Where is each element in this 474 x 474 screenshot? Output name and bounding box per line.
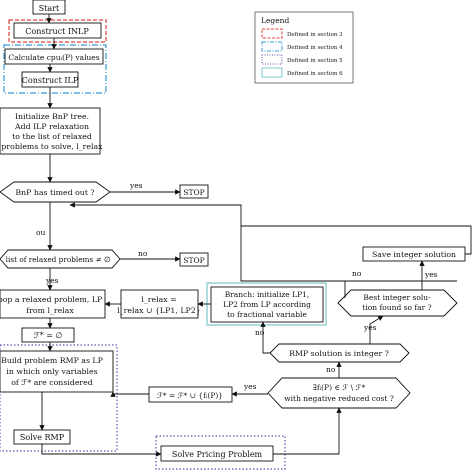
construct-inlp-label: Construct INLP <box>25 27 89 36</box>
l-relax-update-node <box>120 289 199 319</box>
edge-solve-pricing <box>41 444 162 457</box>
exists-f-line2: with negative reduced cost ? <box>284 394 394 403</box>
construct-ilp-label: Construct ILP <box>22 76 79 85</box>
calculate-cpu-label: Calculate cpuᵢ(P) values <box>8 53 99 62</box>
build-rmp-line1: Build problem RMP as LP <box>1 356 103 365</box>
best-integer-decision <box>337 289 458 317</box>
rmp-integer-decision <box>269 343 410 363</box>
legend-label-s5: Defined in section 5 <box>287 58 343 64</box>
branch-node <box>210 286 324 323</box>
legend-swatch-s3 <box>261 28 283 39</box>
init-bnp-line2: Add ILP relaxation <box>14 122 89 131</box>
legend-title: Legend <box>261 16 289 25</box>
construct-inlp-node <box>13 22 102 39</box>
exists-f-line1: ∃fᵢ(P) ∈ ℱ \ ℱ* <box>313 383 366 392</box>
pop-relaxed-line1: pop a relaxed problem, LP <box>0 295 102 304</box>
branch-line3: to fractional variable <box>227 310 307 319</box>
section5-frame-rmp <box>0 344 118 452</box>
label-list-no: no <box>138 249 148 258</box>
pop-relaxed-line2: from l_relax <box>26 306 74 315</box>
f-empty-label: ℱ* = ∅ <box>33 331 62 340</box>
list-nonempty-label: list of relaxed problems ≠ ∅ <box>6 255 111 264</box>
best-integer-line2: tion found so far ? <box>362 303 431 312</box>
section4-frame <box>3 44 107 94</box>
build-rmp-node <box>0 350 114 393</box>
legend-label-s3: Defined in section 3 <box>287 32 343 38</box>
build-rmp-line3: of ℱ* are considered <box>11 378 93 387</box>
exists-f-decision <box>267 377 411 409</box>
edge-loop-top <box>69 202 472 255</box>
build-rmp-line2: in which only variables <box>6 367 97 376</box>
edge-pricing-exists <box>273 407 342 455</box>
label-best-yes: yes <box>424 270 438 279</box>
best-integer-line1: Best integer solu- <box>363 293 431 302</box>
solve-pricing-label: Solve Pricing Problem <box>172 450 263 459</box>
start-label: Start <box>39 4 60 13</box>
legend-swatch-s4 <box>261 41 283 52</box>
edge-rmpint-branch <box>260 321 270 354</box>
label-int-yes: yes <box>363 323 377 332</box>
timed-out-label: BnP has timed out ? <box>15 188 94 197</box>
rmp-integer-label: RMP solution is integer ? <box>289 349 389 358</box>
label-timed-yes: yes <box>129 181 143 190</box>
legend-label-s4: Defined in section 4 <box>287 45 343 51</box>
pop-relaxed-node <box>0 289 106 319</box>
stop1-label: STOP <box>183 188 204 197</box>
init-bnp-line4: problems to solve, l_relax <box>1 142 103 151</box>
l-relax-update-line2: l_relax ∪ {LP1, LP2} <box>117 306 200 315</box>
label-int-no: no <box>255 328 265 337</box>
legend-label-s6: Defined in section 6 <box>287 71 343 77</box>
label-list-yes: yes <box>45 276 59 285</box>
f-update-label: ℱ* = ℱ* ∪ {fᵢ(P)} <box>157 391 223 400</box>
branch-line2: LP2 from LP according <box>223 300 311 309</box>
l-relax-update-line1: l_relax = <box>141 295 176 304</box>
legend: Legend Defined in section 3 Defined in s… <box>254 11 354 84</box>
section3-frame <box>8 19 107 43</box>
label-exists-yes: yes <box>243 382 257 391</box>
init-bnp-node <box>0 107 101 155</box>
edge-best-no-back <box>240 226 345 282</box>
init-bnp-line3: to the list of relaxed <box>12 132 92 141</box>
save-integer-label: Save integer solution <box>372 250 456 259</box>
legend-swatch-s5 <box>261 54 283 65</box>
stop2-label: STOP <box>183 256 204 265</box>
edge-rmpint-best <box>369 315 384 344</box>
label-timed-no: ou <box>36 228 46 237</box>
legend-swatch-s6 <box>261 67 283 78</box>
edge-fupdate-build <box>110 391 149 397</box>
label-best-no: no <box>352 269 362 278</box>
solve-rmp-label: Solve RMP <box>20 433 65 442</box>
branch-line1: Branch: initialize LP1, <box>225 290 310 299</box>
legend-box <box>254 11 354 84</box>
init-bnp-line1: Initialize BnP tree. <box>15 112 89 121</box>
section5-frame-pricing <box>155 435 286 470</box>
label-exists-no: no <box>326 365 336 374</box>
